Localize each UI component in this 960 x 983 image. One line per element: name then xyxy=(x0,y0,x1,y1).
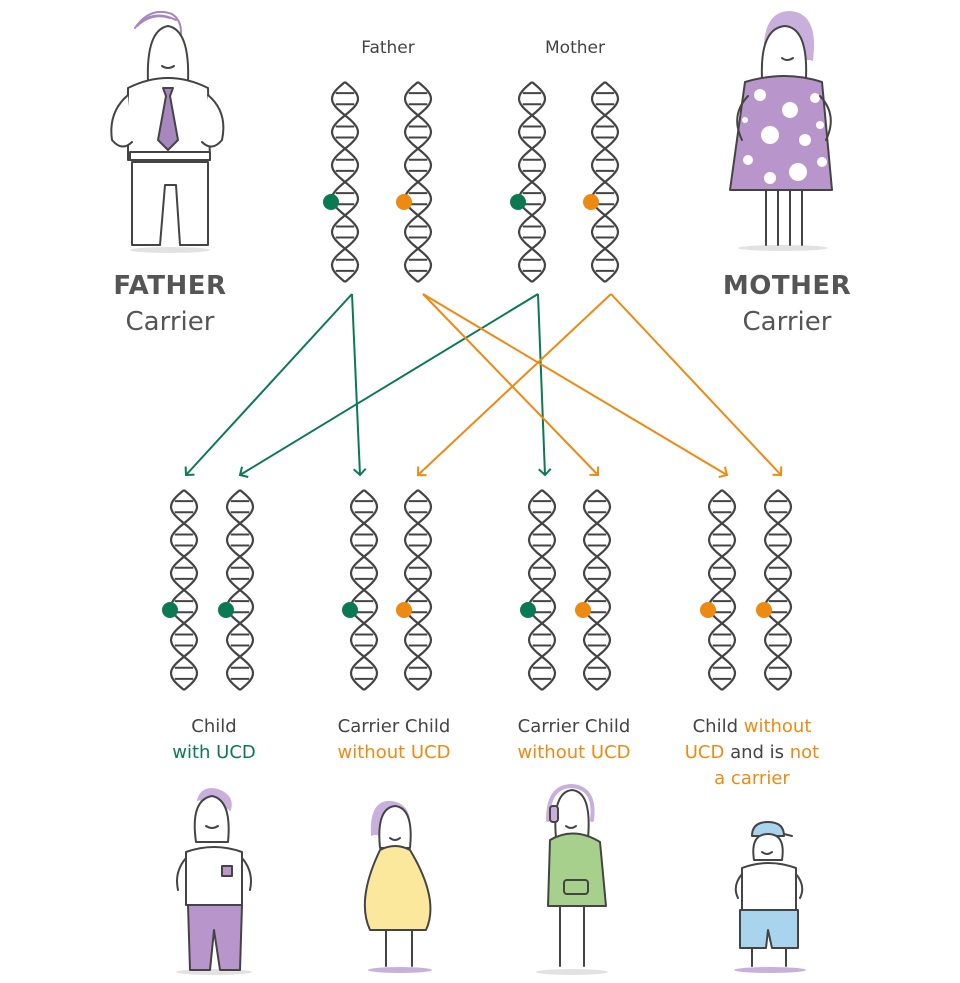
child1-line2: with UCD xyxy=(172,742,256,763)
helix-strand xyxy=(349,489,379,691)
child4-line1a: Child xyxy=(692,716,744,737)
arrow-mother-green-to-child1 xyxy=(238,293,539,478)
child4-helix-2 xyxy=(756,489,793,691)
child4-line2a: UCD xyxy=(684,742,725,763)
father-label: FATHER Carrier xyxy=(80,268,260,340)
helix-strand xyxy=(527,489,557,691)
child2-helix-2 xyxy=(396,489,433,691)
green-allele-dot xyxy=(162,602,178,618)
child4-line2b: and is xyxy=(724,742,790,763)
helix-rungs xyxy=(522,92,542,272)
child2-helix-1 xyxy=(342,489,379,691)
child1-helix-1 xyxy=(162,489,199,691)
helix-rungs xyxy=(768,500,788,680)
father-helix-1 xyxy=(323,81,360,283)
helix-strand xyxy=(763,489,793,691)
child1-helix-2 xyxy=(218,489,255,691)
mother-name: MOTHER xyxy=(722,271,852,301)
mother-label: MOTHER Carrier xyxy=(697,268,877,340)
helix-strand xyxy=(403,81,433,283)
helix-strand xyxy=(707,489,737,691)
arrow-father-orange-to-child3 xyxy=(422,293,600,477)
green-allele-dot xyxy=(323,194,339,210)
father-dna-header: Father xyxy=(361,38,415,58)
mother-dna-header: Mother xyxy=(545,38,605,58)
child3-helix-1 xyxy=(520,489,557,691)
child2-line2: without UCD xyxy=(337,742,451,763)
father-name: FATHER xyxy=(113,271,227,301)
child4-helix-1 xyxy=(700,489,737,691)
helix-rungs xyxy=(230,500,250,680)
child4-line2c: not xyxy=(789,742,820,763)
helix-strand xyxy=(517,81,547,283)
child4-line3: a carrier xyxy=(714,768,790,789)
helix-rungs xyxy=(174,500,194,680)
green-allele-dot xyxy=(342,602,358,618)
orange-allele-dot xyxy=(583,194,599,210)
arrow-father-green-to-child2 xyxy=(351,293,367,477)
child3-figure xyxy=(536,784,608,975)
helix-rungs xyxy=(532,500,552,680)
child2-line1: Carrier Child xyxy=(337,716,451,737)
inheritance-arrows xyxy=(184,293,783,479)
helix-rungs xyxy=(408,92,428,272)
child3-helix-2 xyxy=(575,489,612,691)
child1-figure xyxy=(176,788,252,975)
helix-strand xyxy=(590,81,620,283)
green-allele-dot xyxy=(520,602,536,618)
helix-rungs xyxy=(335,92,355,272)
child1-caption: Child with UCD xyxy=(124,714,304,766)
helix-rungs xyxy=(408,500,428,680)
child2-caption: Carrier Child without UCD xyxy=(304,714,484,766)
child4-figure xyxy=(734,821,806,973)
mother-figure xyxy=(729,11,833,251)
orange-allele-dot xyxy=(700,602,716,618)
child4-line1b: without xyxy=(743,716,812,737)
child1-line1: Child xyxy=(191,716,237,737)
child3-caption: Carrier Child without UCD xyxy=(484,714,664,766)
orange-allele-dot xyxy=(575,602,591,618)
child4-caption: Child without UCD and is not a carrier xyxy=(662,714,842,792)
mother-helix-1 xyxy=(510,81,547,283)
green-allele-dot xyxy=(218,602,234,618)
arrow-father-orange-to-child4 xyxy=(422,293,729,479)
father-helix-2 xyxy=(396,81,433,283)
orange-allele-dot xyxy=(396,194,412,210)
child3-line1: Carrier Child xyxy=(517,716,631,737)
helix-strand xyxy=(330,81,360,283)
arrow-mother-orange-to-child2 xyxy=(416,293,612,477)
helix-rungs xyxy=(354,500,374,680)
dna-helices xyxy=(162,81,793,691)
mother-helix-2 xyxy=(583,81,620,283)
helix-strand xyxy=(582,489,612,691)
arrow-mother-orange-to-child4 xyxy=(610,293,783,477)
father-figure xyxy=(110,10,225,253)
child3-line2: without UCD xyxy=(517,742,631,763)
helix-strand xyxy=(403,489,433,691)
helix-rungs xyxy=(595,92,615,272)
child2-figure xyxy=(363,800,432,973)
helix-strand xyxy=(225,489,255,691)
green-allele-dot xyxy=(510,194,526,210)
helix-strand xyxy=(169,489,199,691)
orange-allele-dot xyxy=(756,602,772,618)
mother-status: Carrier xyxy=(742,307,832,337)
arrow-father-green-to-child1 xyxy=(184,293,353,477)
helix-rungs xyxy=(587,500,607,680)
arrow-mother-green-to-child3 xyxy=(537,293,552,477)
father-status: Carrier xyxy=(125,307,215,337)
orange-allele-dot xyxy=(396,602,412,618)
helix-rungs xyxy=(712,500,732,680)
